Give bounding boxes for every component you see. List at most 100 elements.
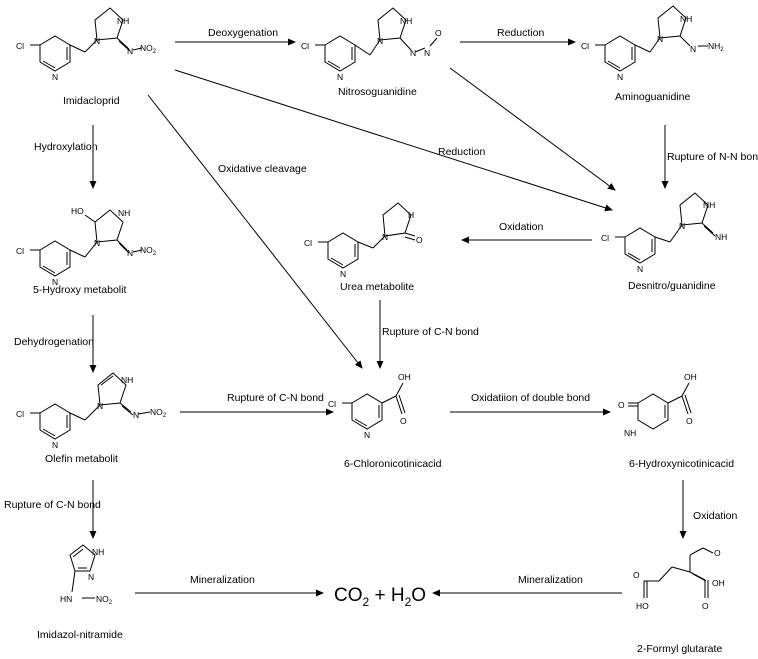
svg-text:N: N (424, 48, 430, 58)
label-cn-rupture-urea: Rupture of C-N bond (382, 326, 479, 338)
structure-imidazol-nitramide: NH N HN NO2 (60, 544, 113, 606)
label-deoxygenation: Deoxygenation (208, 27, 278, 39)
svg-text:NO2: NO2 (140, 43, 157, 55)
compound-urea: Urea metabolite (340, 281, 414, 293)
compound-aminoguanidine: Aminoguanidine (615, 91, 690, 103)
label-double-bond-oxidation: Oxidatiion of double bond (471, 392, 590, 404)
svg-text:NH: NH (117, 16, 129, 26)
svg-text:Cl: Cl (601, 233, 609, 243)
label-reduction-long: Reduction (438, 146, 485, 158)
svg-text:N: N (679, 221, 685, 231)
compound-5-hydroxy: 5-Hydroxy metabolit (33, 284, 126, 296)
svg-text:OH: OH (398, 372, 411, 382)
svg-text:OH: OH (684, 372, 697, 382)
label-hydroxylation: Hydroxylation (34, 141, 98, 153)
svg-text:Cl: Cl (301, 41, 309, 51)
svg-text:N: N (637, 264, 643, 274)
svg-text:NH: NH (118, 208, 130, 218)
label-oxidation-formyl: Oxidation (693, 510, 738, 522)
label-oxidative-cleavage: Oxidative cleavage (218, 163, 307, 175)
svg-text:Cl: Cl (16, 246, 24, 256)
structure-urea: Cl N N H O (304, 202, 423, 279)
svg-text:O: O (618, 400, 625, 410)
svg-text:N: N (127, 46, 133, 56)
svg-text:NO2: NO2 (150, 407, 167, 419)
label-mineralization-left: Mineralization (190, 574, 255, 586)
compound-6-hydroxynicotinic: 6-Hydroxynicotinicacid (629, 458, 734, 470)
svg-text:NH: NH (121, 375, 133, 385)
svg-text:NO2: NO2 (140, 245, 157, 257)
label-cn-rupture-olefin: Rupture of C-N bond (227, 392, 324, 404)
svg-text:N: N (657, 34, 663, 44)
svg-text:N: N (94, 238, 100, 248)
svg-text:Cl: Cl (16, 41, 24, 51)
svg-text:NH: NH (715, 232, 727, 242)
svg-text:NH: NH (680, 14, 692, 24)
compound-olefin: Olefin metabolit (45, 453, 118, 465)
compound-6-chloronicotinic: 6-Chloronicotinicacid (344, 458, 442, 470)
svg-text:O: O (702, 601, 709, 611)
structure-5-hydroxy: Cl N N HO NH N NO2 (16, 206, 157, 287)
compound-imidazol-nitramide: Imidazol-nitramide (37, 629, 123, 641)
svg-text:N: N (127, 248, 133, 258)
svg-text:N: N (690, 44, 696, 54)
svg-text:N: N (340, 269, 346, 279)
label-mineralization-right: Mineralization (518, 574, 583, 586)
final-product-co2-h2o: CO2 + H2O (334, 585, 426, 609)
label-reduction-top: Reduction (497, 27, 544, 39)
svg-text:NH: NH (624, 428, 636, 438)
structure-desnitro: Cl N N NH NH (601, 192, 727, 274)
structure-6-hydroxynicotinic: O NH OH O (618, 372, 697, 438)
compound-nitrosoguanidine: Nitrosoguanidine (338, 86, 417, 98)
compound-2-formyl-glutarate: 2-Formyl glutarate (637, 643, 722, 655)
svg-text:N: N (52, 440, 58, 450)
svg-text:NH: NH (92, 547, 104, 557)
svg-text:HN: HN (60, 594, 72, 604)
label-nn-rupture: Rupture of N-N bond (667, 151, 758, 163)
svg-text:N: N (94, 36, 100, 46)
svg-text:O: O (400, 416, 407, 426)
structure-nitrosoguanidine: Cl N N NH N N O (301, 7, 442, 82)
svg-text:N: N (133, 410, 139, 420)
svg-text:O: O (633, 570, 640, 580)
svg-text:N: N (377, 36, 383, 46)
svg-text:Cl: Cl (16, 409, 24, 419)
structure-imidacloprid: Cl N N NH N NO2 (16, 7, 157, 82)
svg-text:Cl: Cl (328, 399, 336, 409)
structure-aminoguanidine: Cl N N NH N NH2 (581, 5, 724, 82)
svg-text:Cl: Cl (581, 41, 589, 51)
svg-text:N: N (88, 572, 94, 582)
arrow-oxidative-cleavage (147, 94, 363, 369)
svg-text:N: N (364, 430, 370, 440)
svg-text:O: O (435, 28, 442, 38)
svg-text:OH: OH (712, 578, 725, 588)
svg-text:N: N (617, 72, 623, 82)
arrow-reduction-long (174, 69, 613, 212)
structure-olefin: Cl N N NH N NO2 (16, 372, 167, 450)
svg-text:O: O (714, 548, 721, 558)
svg-text:NH: NH (703, 200, 715, 210)
svg-text:O: O (416, 235, 423, 245)
reaction-arrows (89, 38, 687, 597)
svg-text:N: N (97, 401, 103, 411)
svg-text:HO: HO (636, 601, 649, 611)
svg-text:N: N (410, 48, 416, 58)
label-dehydrogenation: Dehydrogenation (14, 336, 94, 348)
svg-text:N: N (52, 72, 58, 82)
reaction-labels: Deoxygenation Reduction Hydroxylation Re… (4, 27, 758, 586)
arrow-nitroso-to-desnitro (449, 67, 616, 191)
svg-text:NH: NH (400, 16, 412, 26)
svg-text:N: N (337, 72, 343, 82)
svg-text:Cl: Cl (304, 238, 312, 248)
svg-text:O: O (686, 416, 693, 426)
svg-text:N: N (382, 232, 388, 242)
label-oxidation-urea: Oxidation (499, 221, 544, 233)
svg-text:N: N (52, 277, 58, 287)
structure-6-chloronicotinic: Cl N OH O (328, 372, 411, 440)
structure-2-formyl-glutarate: O O HO OH O (633, 547, 725, 611)
compound-names: Imidacloprid Nitrosoguanidine Aminoguani… (33, 86, 734, 655)
svg-text:NH2: NH2 (708, 41, 724, 53)
compound-imidacloprid: Imidacloprid (63, 95, 120, 107)
label-cn-rupture-imidazol: Rupture of C-N bond (4, 499, 101, 511)
